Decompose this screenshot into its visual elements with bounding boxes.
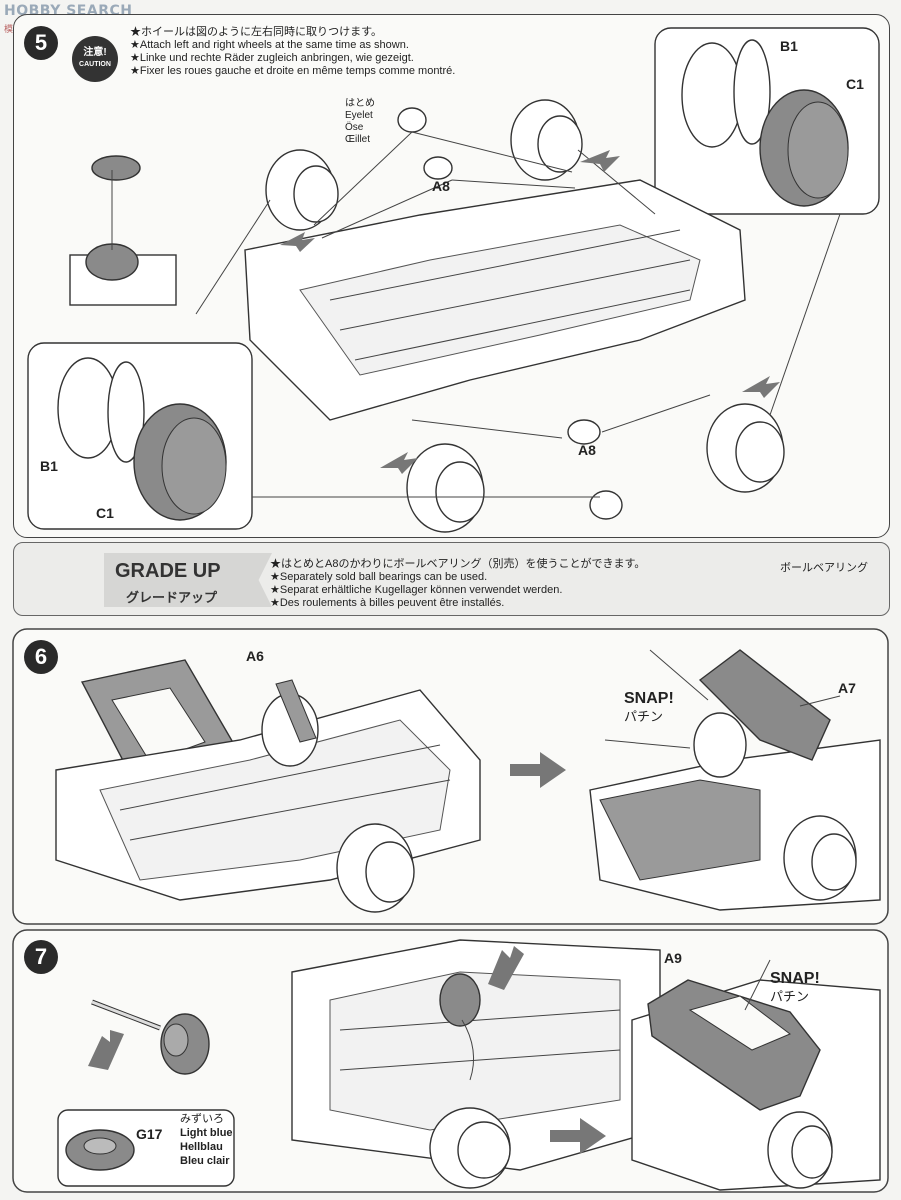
grade-up-note-de: ★Separat erhältliche Kugellager können v… — [270, 584, 563, 596]
step5-note-de: ★Linke und rechte Räder zugleich anbring… — [130, 52, 414, 64]
g17-color-en: Light blue — [180, 1127, 233, 1139]
snap-jp-step6: パチン — [624, 709, 664, 724]
snap-jp-step7: パチン — [770, 989, 810, 1004]
step7-number: 7 — [24, 940, 58, 974]
snap-label-step6: SNAP! パチン — [624, 690, 674, 726]
part-a7 — [698, 649, 831, 761]
label-a6: A6 — [246, 648, 264, 664]
step5-note-en: ★Attach left and right wheels at the sam… — [130, 39, 409, 51]
label-b1-bottom: B1 — [40, 458, 58, 474]
step5-number: 5 — [24, 26, 58, 60]
step5-note-fr: ★Fixer les roues gauche et droite en mêm… — [130, 65, 456, 77]
label-b1-top: B1 — [780, 38, 798, 54]
snap-label-step7: SNAP! パチン — [770, 970, 820, 1006]
caution-badge: 注意! CAUTION — [72, 36, 118, 82]
label-c1-bottom: C1 — [96, 505, 114, 521]
grade-up-title: GRADE UP — [115, 560, 221, 582]
step5-notes: ★ホイールは図のように左右同時に取りつけます。 ★Attach left and… — [130, 26, 455, 78]
eyelet-label: はとめ Eyelet Öse Œillet — [345, 98, 375, 146]
eyelet-en: Eyelet — [345, 110, 373, 121]
label-c1-top: C1 — [846, 76, 864, 92]
eyelet-de: Öse — [345, 122, 364, 133]
step6-number: 6 — [24, 640, 58, 674]
grade-up-subtitle: グレードアップ — [126, 591, 218, 606]
grade-up-note-en: ★Separately sold ball bearings can be us… — [270, 571, 488, 583]
step5-note-jp: ★ホイールは図のように左右同時に取りつけます。 — [130, 26, 383, 38]
label-a7: A7 — [838, 680, 856, 696]
grade-up-notes: ★はとめとA8のかわりにボールベアリング（別売）を使うことができます。 ★Sep… — [270, 558, 645, 610]
bearing-label: ボールベアリング — [780, 562, 868, 574]
g17-color: みずいろ Light blue Hellblau Bleu clair — [180, 1112, 233, 1168]
caution-jp: 注意! — [83, 47, 107, 58]
grade-up-panel — [13, 542, 890, 616]
label-a8-bottom: A8 — [578, 442, 596, 458]
snap-en-step6: SNAP! — [624, 690, 674, 707]
eyelet-fr: Œillet — [345, 134, 371, 145]
snap-en-step7: SNAP! — [770, 970, 820, 987]
part-a9 — [647, 979, 821, 1111]
grade-up-note-fr: ★Des roulements à billes peuvent être in… — [270, 597, 505, 609]
label-a8-top: A8 — [432, 178, 450, 194]
label-g17: G17 — [136, 1126, 163, 1142]
caution-en: CAUTION — [79, 61, 111, 68]
g17-color-fr: Bleu clair — [180, 1155, 230, 1167]
eyelet-jp: はとめ — [345, 98, 375, 109]
grade-up-banner — [104, 553, 272, 607]
label-a9: A9 — [664, 950, 682, 966]
grade-up-note-jp: ★はとめとA8のかわりにボールベアリング（別売）を使うことができます。 — [270, 558, 646, 570]
g17-color-de: Hellblau — [180, 1141, 223, 1153]
g17-color-jp: みずいろ — [180, 1113, 224, 1125]
